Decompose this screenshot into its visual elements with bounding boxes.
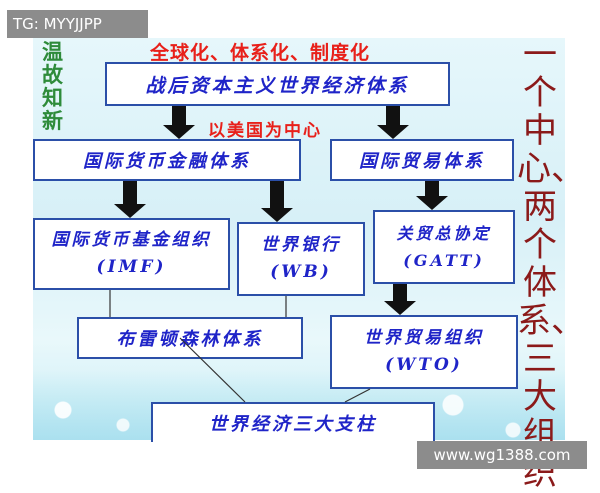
node-gatt: 关贸总协定(GATT) [373, 210, 515, 284]
node-wb: 世界银行(WB) [237, 222, 365, 296]
arrow-trade-to-gatt [416, 181, 448, 210]
node-root: 战后资本主义世界经济体系 [105, 62, 450, 106]
node-pillars: 世界经济三大支柱 [151, 402, 435, 442]
watermark-top: TG: MYYJJPP [7, 10, 148, 38]
center-label: 以美国为中心 [208, 121, 322, 141]
node-bretton: 布雷顿森林体系 [77, 317, 303, 359]
line-wto-to-pillars [344, 388, 371, 403]
node-trade: 国际贸易体系 [330, 139, 514, 181]
arrow-root-to-trade [377, 106, 409, 139]
top-banner: 全球化、体系化、制度化 [150, 42, 371, 64]
arrow-finance-to-wb [261, 181, 293, 222]
watermark-bottom: www.wg1388.com [417, 441, 587, 469]
node-finance: 国际货币金融体系 [33, 139, 301, 181]
arrow-root-to-finance [163, 106, 195, 139]
connector-layer [109, 106, 448, 403]
side-label-left: 温故知新 [42, 39, 63, 133]
node-wto: 世界贸易组织(WTO) [330, 315, 518, 389]
node-imf: 国际货币基金组织(IMF) [33, 218, 230, 290]
line-bretton-to-pillars [179, 337, 246, 403]
arrow-gatt-to-wto [384, 284, 416, 315]
arrow-finance-to-imf [114, 181, 146, 218]
